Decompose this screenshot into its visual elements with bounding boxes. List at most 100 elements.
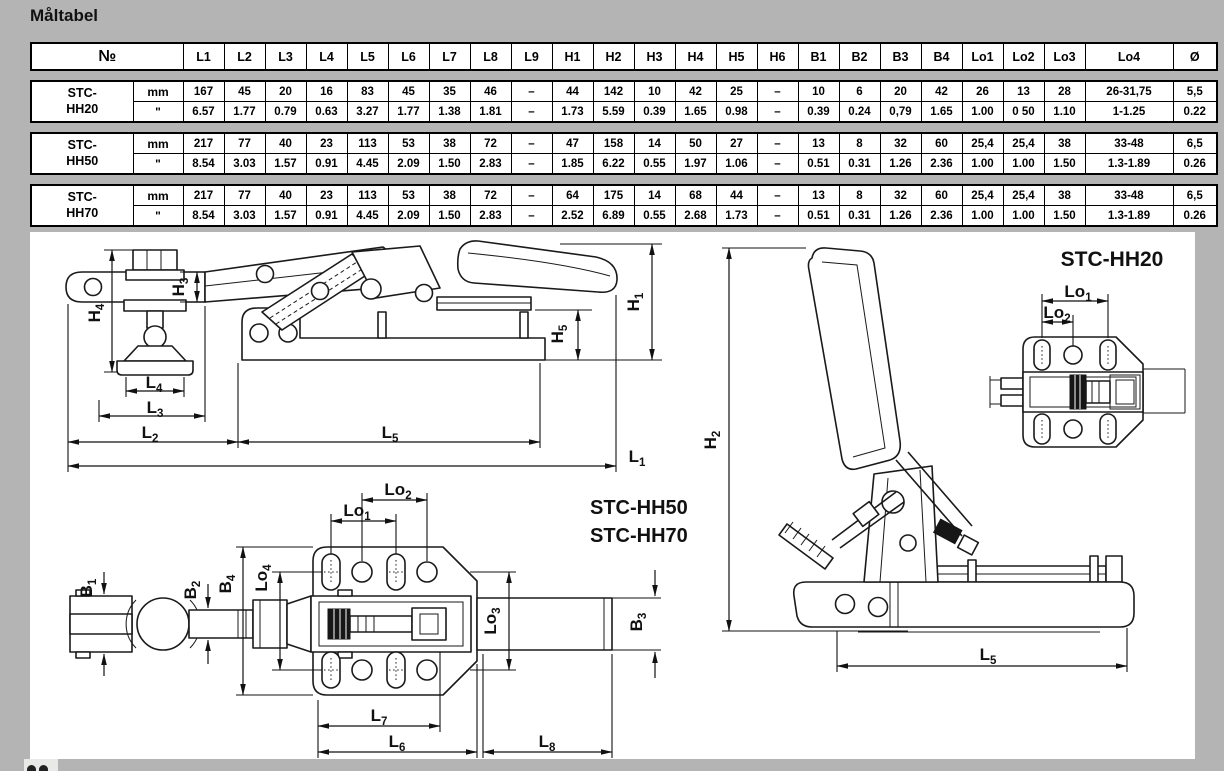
value-mm-H1: 44	[551, 80, 594, 102]
value-inch-Lo1: 1.00	[961, 153, 1004, 175]
value-mm-Lo4: 33-48	[1084, 184, 1174, 206]
value-inch-H1: 2.52	[551, 205, 594, 227]
value-inch-H3: 0.55	[633, 153, 676, 175]
value-inch-Ø: 0.26	[1172, 153, 1218, 175]
column-header-L6: L6	[387, 42, 430, 71]
value-inch-L3: 0.79	[264, 101, 307, 123]
value-mm-L7: 35	[428, 80, 471, 102]
value-mm-H6: –	[756, 132, 799, 154]
column-header-Lo1: Lo1	[961, 42, 1004, 71]
column-header-no: №	[30, 42, 184, 71]
value-inch-L7: 1.38	[428, 101, 471, 123]
column-header-L5: L5	[346, 42, 389, 71]
column-header-B3: B3	[879, 42, 922, 71]
value-inch-H3: 0.55	[633, 205, 676, 227]
value-inch-L4: 0.91	[305, 153, 348, 175]
value-mm-H4: 42	[674, 80, 717, 102]
value-inch-B4: 2.36	[920, 205, 963, 227]
value-mm-B2: 8	[838, 184, 881, 206]
value-mm-L3: 40	[264, 132, 307, 154]
value-mm-L8: 46	[469, 80, 512, 102]
value-inch-Lo1: 1.00	[961, 205, 1004, 227]
value-mm-Lo3: 38	[1043, 132, 1086, 154]
value-inch-Ø: 0.26	[1172, 205, 1218, 227]
value-inch-Lo2: 0 50	[1002, 101, 1045, 123]
value-inch-H4: 2.68	[674, 205, 717, 227]
value-inch-B2: 0.31	[838, 153, 881, 175]
value-mm-H3: 14	[633, 132, 676, 154]
value-mm-L5: 113	[346, 132, 389, 154]
value-mm-Lo3: 28	[1043, 80, 1086, 102]
value-mm-L2: 77	[223, 184, 266, 206]
dim-label-Lo1-hh20: Lo1	[1064, 282, 1092, 304]
value-mm-H3: 14	[633, 184, 676, 206]
value-inch-L1: 8.54	[182, 153, 225, 175]
dim-label-L2: L2	[142, 423, 159, 445]
value-inch-L9: –	[510, 101, 553, 123]
value-inch-L7: 1.50	[428, 205, 471, 227]
value-inch-H2: 6.22	[592, 153, 635, 175]
column-header-B2: B2	[838, 42, 881, 71]
table-gap	[30, 175, 1216, 184]
table-gap	[30, 123, 1216, 132]
value-mm-L9: –	[510, 80, 553, 102]
value-mm-L4: 23	[305, 184, 348, 206]
dim-label-L7: L7	[371, 706, 388, 728]
model-name: STC- HH50	[30, 132, 134, 175]
value-inch-L8: 1.81	[469, 101, 512, 123]
column-header-Lo2: Lo2	[1002, 42, 1045, 71]
value-mm-L7: 38	[428, 184, 471, 206]
value-mm-B1: 13	[797, 184, 840, 206]
dim-label-H3: H3	[169, 278, 191, 297]
plan-view-dimensions: B1 B2 B4 Lo4 Lo1 Lo2 Lo3 B3 L7 L6 L8 STC…	[77, 480, 688, 758]
model-name: STC- HH70	[30, 184, 134, 227]
column-header-H5: H5	[715, 42, 758, 71]
value-inch-L2: 1.77	[223, 101, 266, 123]
value-mm-B3: 32	[879, 184, 922, 206]
value-mm-H5: 44	[715, 184, 758, 206]
value-mm-L6: 53	[387, 184, 430, 206]
value-inch-Lo4: 1.3-1.89	[1084, 153, 1174, 175]
value-mm-L4: 16	[305, 80, 348, 102]
value-mm-H4: 50	[674, 132, 717, 154]
dim-label-B4: B4	[216, 574, 238, 593]
value-mm-L7: 38	[428, 132, 471, 154]
value-inch-H5: 1.06	[715, 153, 758, 175]
value-inch-H2: 6.89	[592, 205, 635, 227]
value-inch-B2: 0.31	[838, 205, 881, 227]
value-inch-L7: 1.50	[428, 153, 471, 175]
hh20-plan-view-dimensions: STC-HH20 Lo1 Lo2	[1041, 248, 1163, 346]
value-inch-Lo3: 1.50	[1043, 153, 1086, 175]
column-header-H2: H2	[592, 42, 635, 71]
plan-view-model-caption-2: STC-HH70	[590, 525, 688, 547]
value-mm-L2: 77	[223, 132, 266, 154]
value-mm-Lo1: 25,4	[961, 132, 1004, 154]
value-inch-L6: 2.09	[387, 153, 430, 175]
value-inch-L9: –	[510, 205, 553, 227]
value-inch-L1: 8.54	[182, 205, 225, 227]
dim-label-B3: B3	[627, 613, 649, 632]
value-inch-B3: 1.26	[879, 153, 922, 175]
dim-label-H4: H4	[85, 303, 107, 322]
value-inch-H1: 1.85	[551, 153, 594, 175]
column-header-Ø: Ø	[1172, 42, 1218, 71]
value-mm-B2: 8	[838, 132, 881, 154]
value-mm-H2: 175	[592, 184, 635, 206]
value-mm-Lo3: 38	[1043, 184, 1086, 206]
column-header-H6: H6	[756, 42, 799, 71]
value-inch-L3: 1.57	[264, 153, 307, 175]
value-inch-H6: –	[756, 153, 799, 175]
value-mm-B4: 60	[920, 184, 963, 206]
value-inch-H1: 1.73	[551, 101, 594, 123]
value-inch-B1: 0.51	[797, 153, 840, 175]
value-mm-B3: 20	[879, 80, 922, 102]
side-view-clamp-art	[65, 240, 618, 376]
value-mm-L8: 72	[469, 184, 512, 206]
value-mm-H1: 47	[551, 132, 594, 154]
value-inch-L8: 2.83	[469, 153, 512, 175]
